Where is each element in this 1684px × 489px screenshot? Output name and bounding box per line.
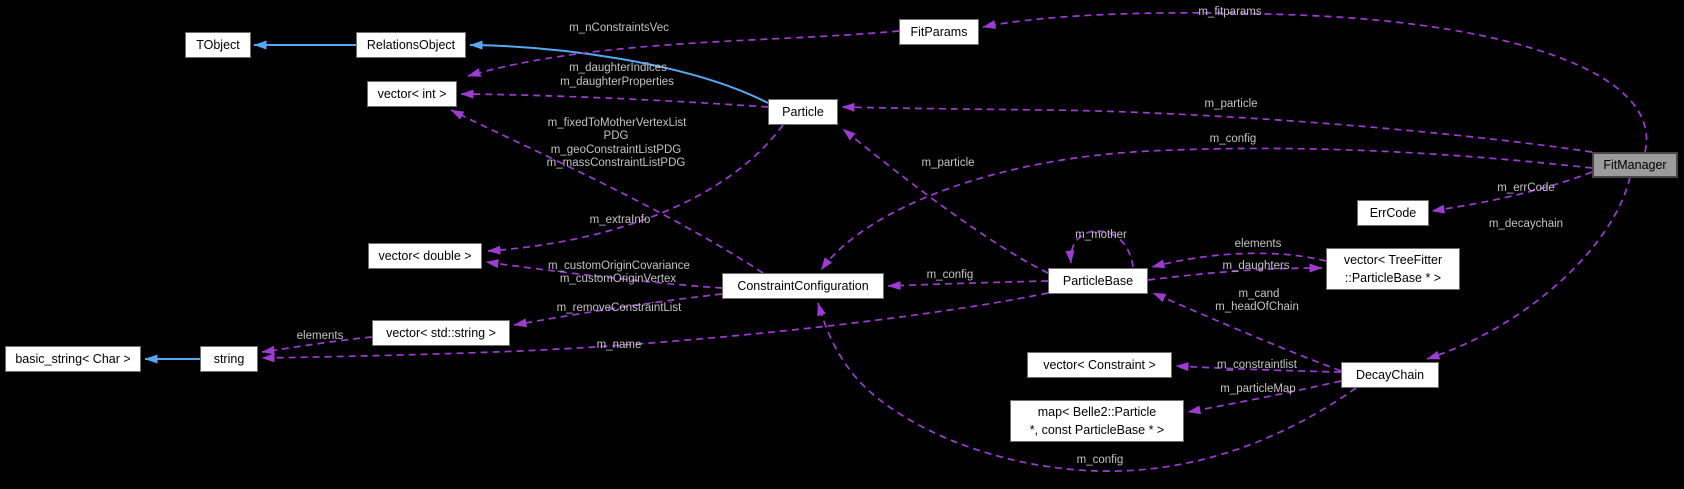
edge-m_nConstraintsVec bbox=[467, 30, 900, 77]
edge-m_particleMap bbox=[1187, 380, 1342, 415]
edge-label-m_massConstraintListPDG: m_massConstraintListPDG bbox=[546, 157, 686, 169]
edge-m_customOriginVertex bbox=[485, 259, 723, 289]
edge-label-decaychain-m_config: m_config bbox=[1076, 454, 1124, 466]
edge-label-m_fixedToMotherVertexList-PDG: PDG bbox=[603, 130, 629, 142]
edge-label-m_cand: m_cand bbox=[1238, 288, 1280, 300]
node-fit-params[interactable]: FitParams bbox=[899, 19, 979, 45]
edge-m_decaychain bbox=[1426, 176, 1631, 360]
edge-label-m_extraInfo: m_extraInfo bbox=[589, 214, 651, 226]
edge-m_fitparams bbox=[982, 11, 1648, 153]
edge-m_name bbox=[261, 292, 1049, 363]
edge-label-fitmanager-m_config: m_config bbox=[1209, 133, 1257, 145]
edge-label-particlebase-m_particle: m_particle bbox=[921, 157, 975, 169]
node-basic-string-char[interactable]: basic_string< Char > bbox=[5, 346, 141, 372]
edge-m_daughterIndices bbox=[460, 89, 769, 108]
node-relations-object[interactable]: RelationsObject bbox=[356, 32, 466, 58]
edge-label-m_customOriginVertex: m_customOriginVertex bbox=[559, 273, 677, 285]
edge-label-m_daughters: m_daughters bbox=[1222, 260, 1290, 272]
edge-particlebase-m_particle bbox=[842, 128, 1049, 274]
edge-label-m_decaychain: m_decaychain bbox=[1488, 218, 1564, 230]
node-err-code[interactable]: ErrCode bbox=[1357, 200, 1429, 226]
node-label: *, const ParticleBase * > bbox=[1029, 423, 1165, 437]
edge-particlebase-m_config bbox=[887, 280, 1049, 290]
node-vector-constraint[interactable]: vector< Constraint > bbox=[1027, 352, 1172, 378]
node-particle[interactable]: Particle bbox=[768, 99, 838, 125]
edge-elements-particlebase bbox=[1151, 252, 1327, 269]
node-label: map< Belle2::Particle bbox=[1037, 405, 1157, 419]
edge-label-m_constraintlist: m_constraintlist bbox=[1217, 359, 1297, 371]
node-label: vector< TreeFitter bbox=[1343, 253, 1443, 267]
edge-fitmanager-m_config bbox=[820, 147, 1593, 271]
edge-label-particlebase-m_config: m_config bbox=[926, 269, 974, 281]
node-vector-std-string[interactable]: vector< std::string > bbox=[372, 320, 510, 346]
edge-m_mother-selfloop bbox=[1065, 230, 1134, 268]
edge-label-m_customOriginCovariance: m_customOriginCovariance bbox=[548, 260, 690, 272]
edge-label-m_geoConstraintListPDG: m_geoConstraintListPDG bbox=[550, 144, 682, 156]
edge-label-m_daughterProperties: m_daughterProperties bbox=[560, 76, 674, 88]
node-decay-chain[interactable]: DecayChain bbox=[1341, 362, 1439, 388]
edge-label-m_fixedToMotherVertexList: m_fixedToMotherVertexList bbox=[547, 117, 687, 129]
edge-label-elements-string: elements bbox=[296, 330, 344, 342]
edge-elements-string bbox=[261, 336, 373, 355]
edge-label-m_mother: m_mother bbox=[1075, 229, 1127, 241]
node-vector-int[interactable]: vector< int > bbox=[367, 81, 457, 107]
edge-m_extraInfo bbox=[487, 124, 784, 255]
edge-inherit-particle-relationsobject bbox=[469, 40, 769, 104]
edge-decaychain-m_config bbox=[817, 302, 1357, 472]
node-map-particle-particlebase[interactable]: map< Belle2::Particle *, const ParticleB… bbox=[1010, 400, 1184, 442]
edge-m_removeConstraintList bbox=[513, 293, 723, 328]
edge-label-fitmanager-m_particle: m_particle bbox=[1204, 98, 1258, 110]
node-fit-manager[interactable]: FitManager bbox=[1592, 152, 1678, 178]
edge-label-m_errCode: m_errCode bbox=[1497, 182, 1555, 194]
edge-label-m_particleMap: m_particleMap bbox=[1220, 383, 1296, 395]
node-tobject[interactable]: TObject bbox=[185, 32, 251, 58]
edge-m_cand-m_headOfChain bbox=[1152, 292, 1342, 372]
node-vector-treefitter-particlebase[interactable]: vector< TreeFitter ::ParticleBase * > bbox=[1326, 248, 1460, 290]
node-constraint-configuration[interactable]: ConstraintConfiguration bbox=[722, 273, 884, 299]
node-string[interactable]: string bbox=[200, 346, 258, 372]
edge-label-m_headOfChain: m_headOfChain bbox=[1215, 301, 1299, 313]
edge-m_constraintlist bbox=[1175, 362, 1342, 373]
edge-label-m_fitparams: m_fitparams bbox=[1198, 6, 1262, 18]
node-particle-base[interactable]: ParticleBase bbox=[1048, 268, 1148, 294]
edge-m_massConstraintListPDG bbox=[450, 109, 764, 274]
edge-label-m_name: m_name bbox=[596, 339, 642, 351]
edge-label-m_removeConstraintList: m_removeConstraintList bbox=[556, 302, 682, 314]
edge-m_daughters bbox=[1147, 263, 1323, 281]
edge-label-elements-particlebase: elements bbox=[1234, 238, 1282, 250]
edge-label-m_nConstraintsVec: m_nConstraintsVec bbox=[569, 22, 669, 34]
edge-fitmanager-m_particle bbox=[841, 102, 1593, 153]
node-label: ::ParticleBase * > bbox=[1344, 271, 1442, 285]
node-vector-double[interactable]: vector< double > bbox=[368, 243, 482, 269]
edge-m_errCode bbox=[1431, 171, 1593, 214]
edge-label-m_daughterIndices: m_daughterIndices bbox=[569, 62, 667, 74]
